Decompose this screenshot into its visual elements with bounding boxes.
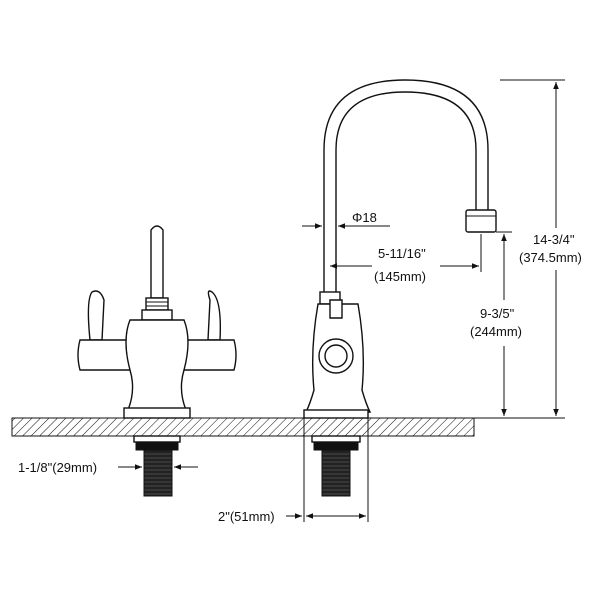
- shank-diameter-label: 1-1/8"(29mm): [18, 460, 97, 475]
- overall-height-mm-label: (374.5mm): [519, 250, 582, 265]
- front-view: [77, 225, 237, 497]
- spout-reach-label: 5-11/16": [378, 246, 426, 261]
- spout-height-mm-label: (244mm): [470, 324, 522, 339]
- spout-diameter-label: Φ18: [352, 210, 377, 225]
- spout-height-label: 9-3/5": [480, 306, 515, 321]
- countertop: [11, 417, 475, 437]
- spout-reach-mm-label: (145mm): [374, 269, 426, 284]
- base-width-label: 2"(51mm): [218, 509, 275, 524]
- side-view: [303, 79, 497, 497]
- dimension-lines: [118, 79, 565, 522]
- overall-height-label: 14-3/4": [533, 232, 575, 247]
